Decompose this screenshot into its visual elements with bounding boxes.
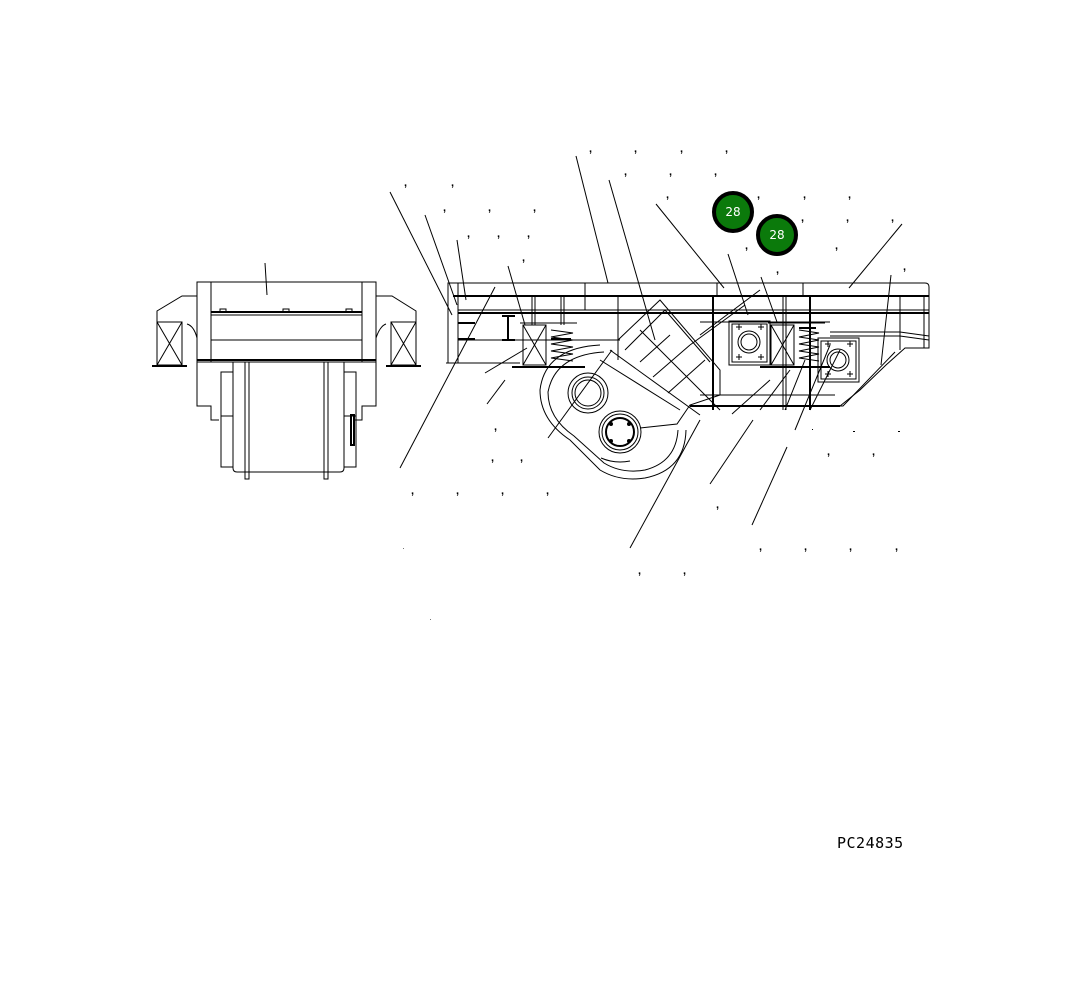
svg-text:,: , bbox=[757, 189, 760, 201]
callout-badge-28-a[interactable]: 28 bbox=[712, 191, 754, 233]
svg-text:,: , bbox=[491, 452, 494, 464]
side-view bbox=[446, 282, 930, 480]
svg-text:,: , bbox=[835, 240, 838, 252]
callout-label: 28 bbox=[769, 228, 785, 242]
svg-text:,: , bbox=[404, 177, 407, 189]
callout-ticks: , , , , , , , , , , , , , , , , , , , , … bbox=[403, 143, 906, 620]
svg-text:,: , bbox=[522, 252, 525, 264]
svg-text:,: , bbox=[527, 228, 530, 240]
svg-text:,: , bbox=[827, 446, 830, 458]
svg-text:,: , bbox=[895, 541, 898, 553]
svg-text:,: , bbox=[488, 202, 491, 214]
svg-text:,: , bbox=[467, 228, 470, 240]
svg-text:,: , bbox=[680, 143, 683, 155]
svg-text:,: , bbox=[759, 541, 762, 553]
end-view bbox=[152, 262, 421, 480]
svg-text:,: , bbox=[638, 565, 641, 577]
svg-text:,: , bbox=[745, 240, 748, 252]
svg-text:,: , bbox=[624, 166, 627, 178]
drawing-id: PC24835 bbox=[837, 834, 904, 852]
svg-text:,: , bbox=[903, 261, 906, 273]
svg-text:,: , bbox=[451, 177, 454, 189]
svg-text:,: , bbox=[494, 421, 497, 433]
svg-text:,: , bbox=[456, 485, 459, 497]
svg-text:,: , bbox=[804, 541, 807, 553]
svg-text:,: , bbox=[725, 143, 728, 155]
svg-text:,: , bbox=[520, 452, 523, 464]
svg-text:,: , bbox=[589, 143, 592, 155]
svg-text:,: , bbox=[872, 446, 875, 458]
svg-text:,: , bbox=[546, 485, 549, 497]
svg-text:,: , bbox=[666, 189, 669, 201]
callout-label: 28 bbox=[725, 205, 741, 219]
svg-text:,: , bbox=[891, 212, 894, 224]
svg-text:,: , bbox=[533, 202, 536, 214]
svg-text:,: , bbox=[714, 166, 717, 178]
callout-badge-28-b[interactable]: 28 bbox=[756, 214, 798, 256]
svg-text:,: , bbox=[849, 541, 852, 553]
svg-text:,: , bbox=[801, 212, 804, 224]
svg-text:,: , bbox=[848, 189, 851, 201]
svg-text:,: , bbox=[497, 228, 500, 240]
svg-text:,: , bbox=[803, 189, 806, 201]
svg-text:,: , bbox=[683, 565, 686, 577]
svg-text:,: , bbox=[411, 485, 414, 497]
svg-text:,: , bbox=[669, 166, 672, 178]
svg-text:,: , bbox=[716, 499, 719, 511]
svg-text:,: , bbox=[846, 212, 849, 224]
svg-text:,: , bbox=[776, 264, 779, 276]
svg-text:,: , bbox=[501, 485, 504, 497]
svg-text:,: , bbox=[443, 202, 446, 214]
leader-lines bbox=[389, 155, 903, 549]
svg-text:,: , bbox=[634, 143, 637, 155]
